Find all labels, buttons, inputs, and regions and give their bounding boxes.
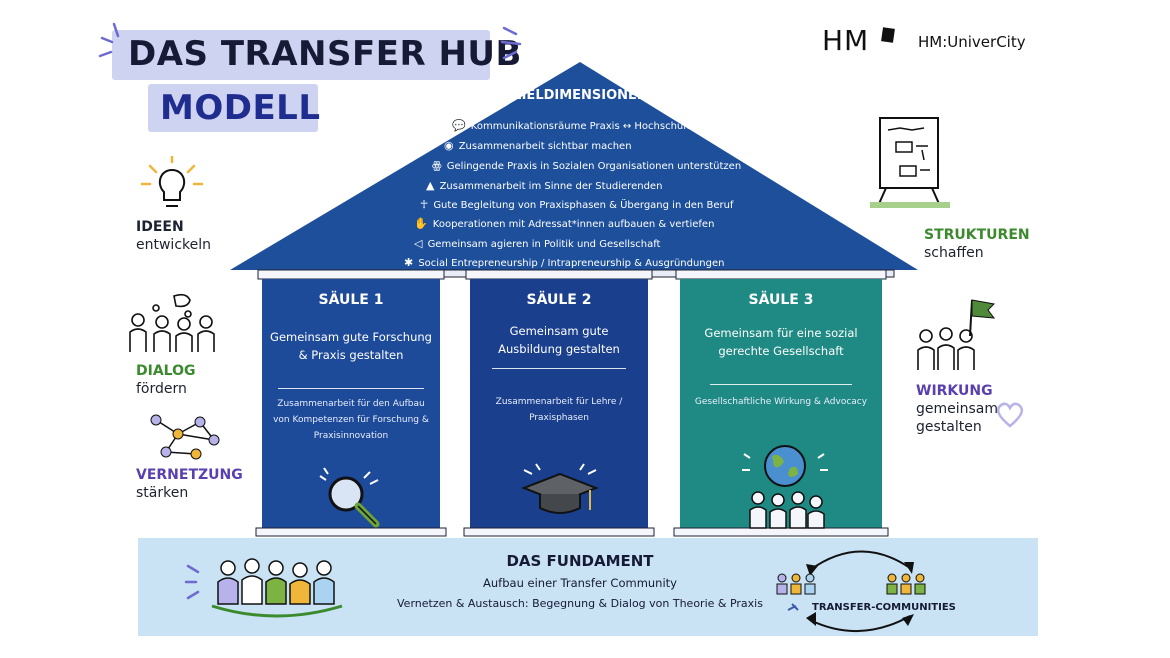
lightbulb-small-icon: ✱ [404,256,414,269]
roof-item: 💬 Kommunikationsräume Praxis ↔ Hochschul… [452,119,738,132]
sparkle-icon [98,22,120,58]
pillar-divider [278,388,424,389]
pillar-description: Zusammenarbeit für den Aufbau von Kompet… [273,399,429,441]
title-highlight-2 [148,84,318,132]
page-subtitle: MODELL [160,88,321,128]
transfer-communities-diagram [776,550,926,633]
pillar-divider [492,368,626,369]
handshake-icon: ✋ [414,217,428,230]
label-dialog: DIALOG fördern [136,363,196,397]
graduation-cap-icon: ▲ [426,179,435,192]
people-group-icon: ꙮ [432,159,442,172]
pillar-2: SÄULE 2 Gemeinsam gute Ausbildung gestal… [470,276,648,529]
community-people-icon [184,558,343,618]
flipchart-icon [870,117,950,208]
running-person-icon: ☥ [420,198,429,211]
sparkle-icon [500,26,522,60]
univercity-logo: HM:UniverCity [918,33,1026,51]
pillar-description: Zusammenarbeit für Lehre / Praxisphasen [495,397,623,423]
pillar-3-body [680,279,882,530]
pillar-title: SÄULE 2 [526,292,592,308]
hm-logo: HM [822,24,870,57]
foundation-line-2: Vernetzen & Austausch: Begegnung & Dialo… [397,597,763,610]
pillar-3: SÄULE 3 Gemeinsam für eine sozial gerech… [680,276,882,529]
pillar-subtitle: Gemeinsam für eine sozial gerechte Gesel… [704,326,858,358]
title-highlight [112,30,490,80]
roof-item: ◁ Gemeinsam agieren in Politik und Gesel… [414,237,661,250]
impact-people-flag-icon [917,299,996,370]
foundation-line-1: Aufbau einer Transfer Community [483,576,677,590]
pillar-divider [710,384,852,385]
label-wirkung: WIRKUNG gemeinsam gestalten [916,383,999,435]
dialog-people-icon [129,293,215,352]
pillar-description: Gesellschaftliche Wirkung & Advocacy [694,397,868,407]
megaphone-icon: ◁ [414,237,423,250]
roof-item: ✱ Social Entrepreneurship / Intrapreneur… [404,256,725,269]
transfer-communities-label: TRANSFER-COMMUNITIES [812,602,956,613]
magnifier-icon [319,467,380,528]
roof-item: ✋ Kooperationen mit Adressat*innen aufba… [414,217,715,230]
pillar-subtitle: Gemeinsam gute Ausbildung gestalten [498,324,620,356]
heart-icon [996,402,1024,428]
label-vernetzung: VERNETZUNG stärken [136,467,243,501]
roof [230,62,918,270]
label-strukturen: STRUKTUREN schaffen [924,227,1030,261]
label-ideen: IDEEN entwickeln [136,219,211,253]
speech-bubble-icon: 💬 [452,119,466,132]
roof-item: ◉ Zusammenarbeit sichtbar machen [444,139,632,152]
graduation-cap-icon [521,463,599,514]
pillar-title: SÄULE 1 [318,292,384,308]
foundation-title: DAS FUNDAMENT [506,552,654,570]
roof-item: ▲ Zusammenarbeit im Sinne der Studierend… [426,179,663,192]
pillar-1: SÄULE 1 Gemeinsam gute Forschung & Praxi… [262,276,440,529]
roof-title: ZIELDIMENSIONEN [512,88,648,103]
network-icon [150,414,220,460]
roof-item: ꙮ Gelingende Praxis in Sozialen Organisa… [432,159,742,172]
pillar-title: SÄULE 3 [748,292,814,308]
page-title: DAS TRANSFER HUB [128,34,522,74]
lightbulb-icon [140,156,204,207]
pillar-subtitle: Gemeinsam gute Forschung & Praxis gestal… [270,330,432,362]
globe-people-icon [742,445,828,529]
roof-item: ☥ Gute Begleitung von Praxisphasen & Übe… [420,198,734,211]
eye-icon: ◉ [444,139,454,152]
